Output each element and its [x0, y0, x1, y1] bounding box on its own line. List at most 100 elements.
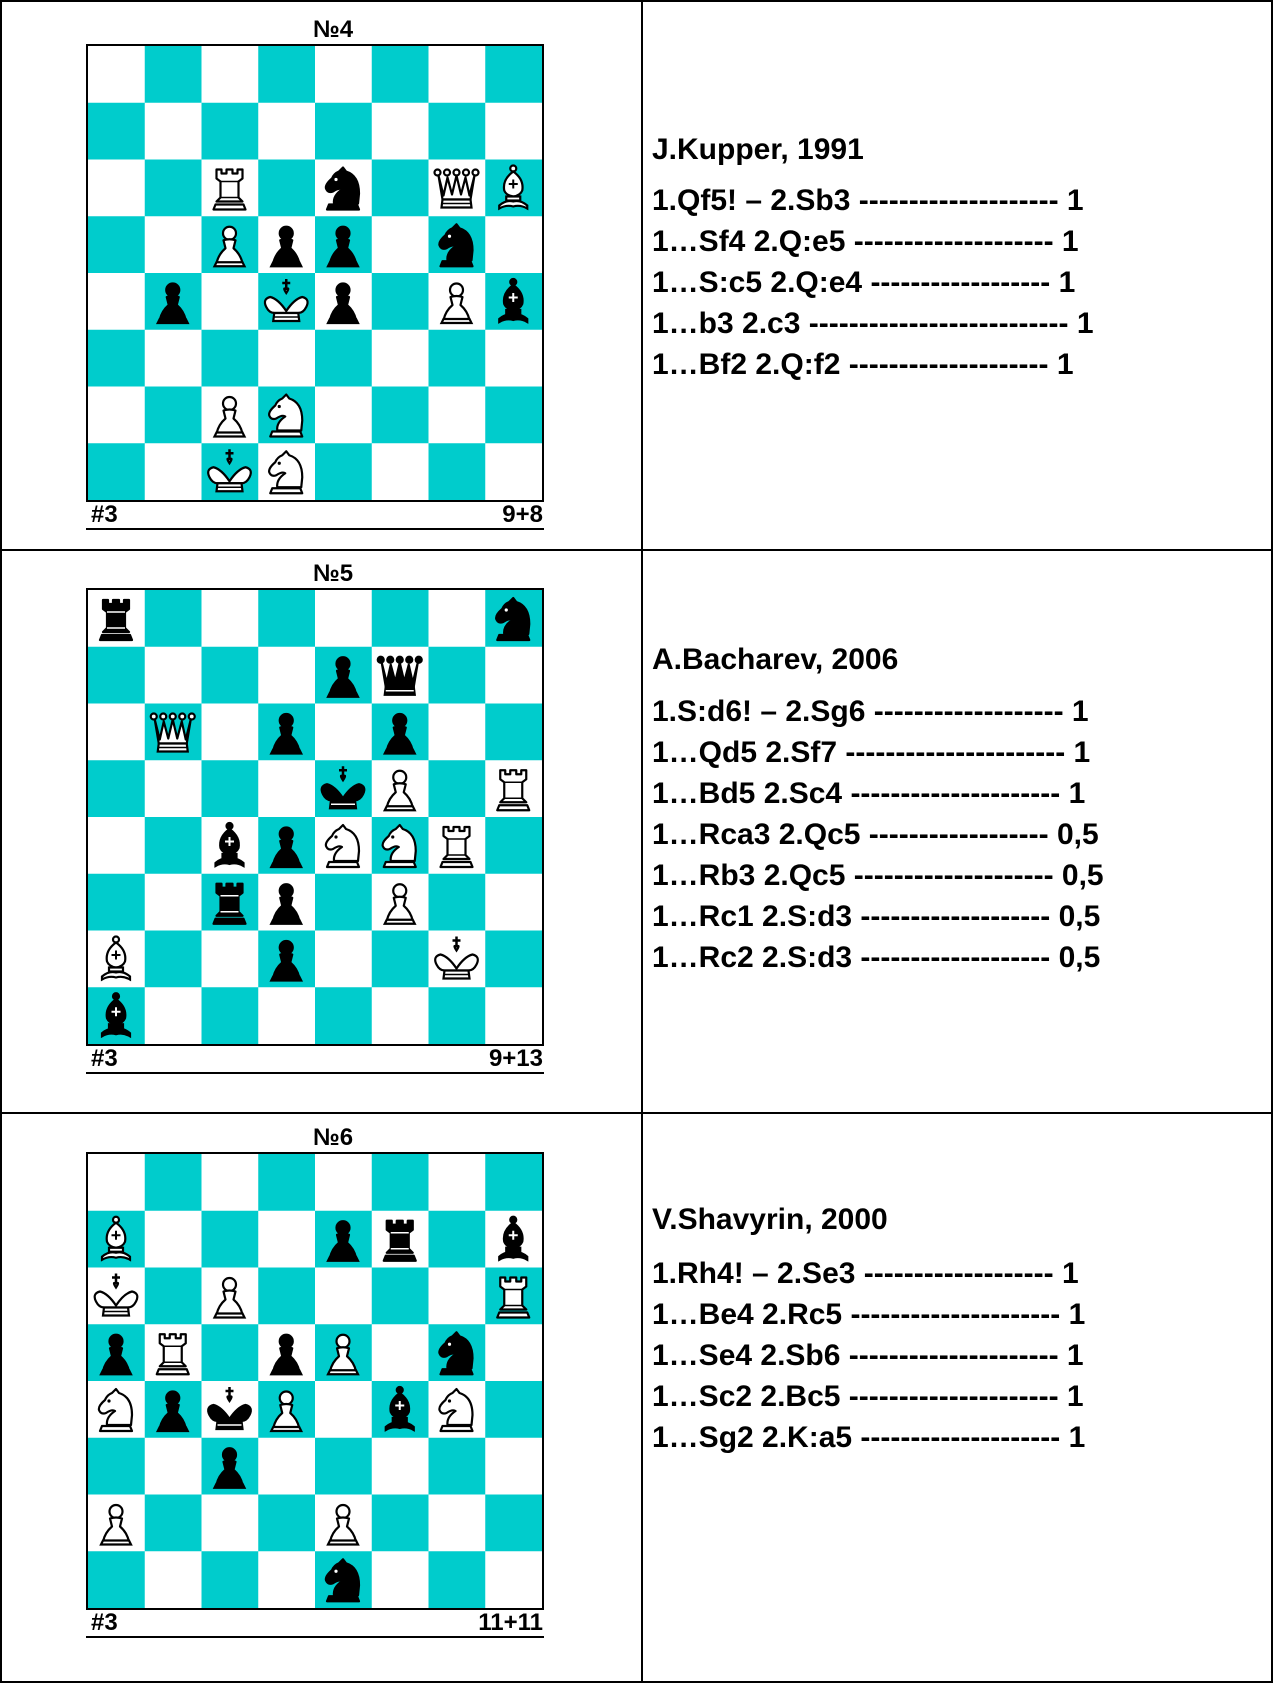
board-square — [258, 1495, 315, 1552]
board-square — [429, 590, 486, 647]
solution-leader: ------------------- — [864, 1257, 1054, 1290]
chess-board-svg — [88, 590, 542, 1044]
solution-points: 0,5 — [1049, 818, 1099, 851]
board-square — [145, 760, 202, 817]
board-square — [145, 590, 202, 647]
solution-move: 1…Bd5 2.Sc4 — [652, 777, 850, 810]
board-square — [372, 46, 429, 103]
chess-board-svg — [88, 1154, 542, 1608]
board-square — [429, 874, 486, 931]
stipulation: #3 — [91, 1609, 118, 1637]
board-square — [372, 931, 429, 988]
board-square — [258, 590, 315, 647]
solution-points: 1 — [1054, 1257, 1079, 1290]
board-square — [258, 987, 315, 1044]
board-square — [145, 160, 202, 217]
board-square — [258, 46, 315, 103]
board-square — [372, 1551, 429, 1608]
solution-move: 1…Rc2 2.S:d3 — [652, 941, 860, 974]
board-square — [258, 647, 315, 704]
board-square — [429, 1495, 486, 1552]
solution-leader: -------------------- — [859, 184, 1059, 217]
piece-count: 9+13 — [383, 1045, 543, 1073]
table-left-border — [0, 0, 2, 1683]
solution-line: 1…Rca3 2.Qc5 ------------------ 0,5 — [652, 818, 1099, 852]
board-square — [315, 1154, 372, 1211]
solution-line: 1…Rb3 2.Qc5 -------------------- 0,5 — [652, 859, 1104, 893]
board-square — [485, 216, 542, 273]
board-square — [202, 987, 259, 1044]
board-square — [315, 987, 372, 1044]
board-square — [88, 874, 145, 931]
board-square — [429, 103, 486, 160]
board-square — [145, 1268, 202, 1325]
solution-move: 1.Qf5! – 2.Sb3 — [652, 184, 859, 217]
board-square — [429, 1438, 486, 1495]
solution-points: 1 — [1060, 1298, 1085, 1331]
board-square — [372, 443, 429, 500]
solution-points: 1 — [1054, 225, 1079, 258]
solution-line: 1…Qd5 2.Sf7 ---------------------- 1 — [652, 736, 1090, 770]
board-square — [258, 1438, 315, 1495]
solution-points: 0,5 — [1054, 859, 1104, 892]
solution-leader: --------------------- — [849, 1380, 1059, 1413]
board-square — [315, 874, 372, 931]
board-square — [258, 103, 315, 160]
solution-points: 1 — [1060, 1421, 1085, 1454]
board-square — [315, 1438, 372, 1495]
board-square — [485, 931, 542, 988]
board-square — [88, 387, 145, 444]
board-square — [315, 704, 372, 761]
board-square — [88, 443, 145, 500]
solution-leader: --------------------- — [850, 1298, 1060, 1331]
board-square — [202, 760, 259, 817]
board-square — [258, 760, 315, 817]
board-square — [429, 704, 486, 761]
board-square — [145, 216, 202, 273]
column-divider — [641, 0, 643, 1683]
board-square — [429, 387, 486, 444]
board-square — [485, 874, 542, 931]
solution-leader: ------------------ — [869, 818, 1049, 851]
board-square — [145, 1154, 202, 1211]
solution-move: 1…Se4 2.Sb6 — [652, 1339, 849, 1372]
board-square — [202, 1154, 259, 1211]
board-square — [372, 103, 429, 160]
chess-board-svg — [88, 46, 542, 500]
board-square — [485, 1381, 542, 1438]
board-square — [429, 760, 486, 817]
board-square — [88, 330, 145, 387]
board-square — [202, 1495, 259, 1552]
board-square — [485, 1438, 542, 1495]
board-square — [88, 46, 145, 103]
board-square — [145, 931, 202, 988]
piece-count: 9+8 — [383, 501, 543, 529]
board-square — [258, 330, 315, 387]
chess-board — [86, 44, 544, 502]
board-square — [429, 1154, 486, 1211]
board-square — [372, 387, 429, 444]
board-square — [145, 874, 202, 931]
board-square — [88, 704, 145, 761]
board-square — [145, 387, 202, 444]
board-square — [202, 1211, 259, 1268]
solution-move: 1…Rca3 2.Qc5 — [652, 818, 869, 851]
board-square — [202, 273, 259, 330]
board-square — [485, 647, 542, 704]
board-square — [372, 330, 429, 387]
board-square — [202, 46, 259, 103]
solution-move: 1…Bf2 2.Q:f2 — [652, 348, 849, 381]
board-square — [429, 330, 486, 387]
chess-board — [86, 1152, 544, 1610]
solution-points: 1 — [1059, 184, 1084, 217]
board-square — [145, 817, 202, 874]
board-square — [315, 931, 372, 988]
board-square — [485, 1154, 542, 1211]
solution-line: 1…Be4 2.Rc5 --------------------- 1 — [652, 1298, 1085, 1332]
solution-move: 1…Qd5 2.Sf7 — [652, 736, 845, 769]
solution-points: 0,5 — [1050, 941, 1100, 974]
board-square — [485, 103, 542, 160]
board-square — [202, 590, 259, 647]
solution-leader: ------------------- — [860, 900, 1050, 933]
board-square — [429, 1268, 486, 1325]
